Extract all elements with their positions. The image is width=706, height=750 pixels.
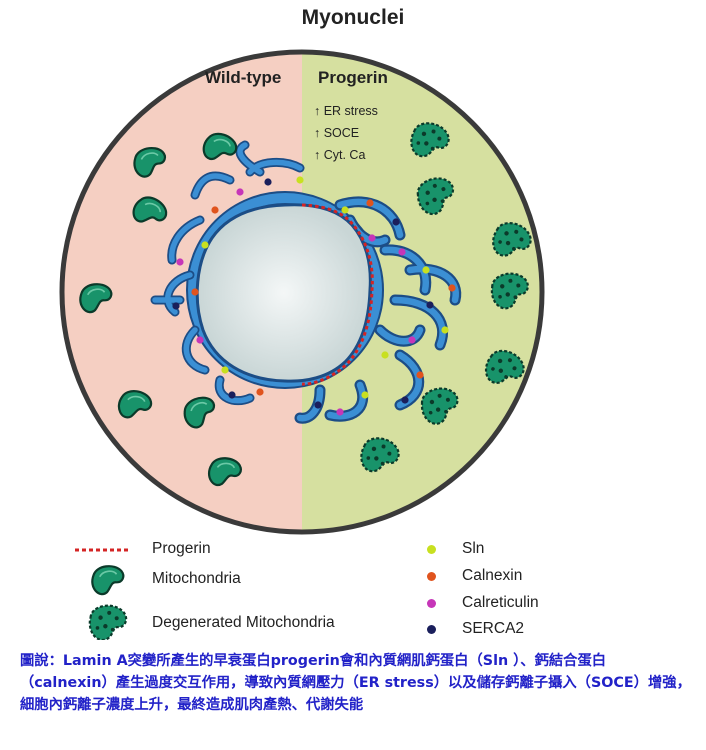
effects-list: ↑ ER stress ↑ SOCE ↑ Cyt. Ca — [314, 100, 378, 166]
effect-er-stress: ↑ ER stress — [314, 104, 378, 118]
sln-dot-icon — [426, 544, 436, 554]
nucleus — [195, 203, 372, 383]
myonucleus-diagram — [59, 49, 545, 640]
effect-soce: ↑ SOCE — [314, 126, 360, 140]
legend-marker-serca2: SERCA2 — [400, 620, 524, 638]
calreticulin-dot-icon — [426, 598, 436, 608]
legend-mitochondria: Mitochondria — [152, 570, 241, 588]
serca2-dot-icon — [426, 624, 436, 634]
legend-mitochondria-label: Mitochondria — [152, 570, 241, 587]
legend-marker-calreticulin: Calreticulin — [400, 594, 539, 612]
cell-membrane — [59, 49, 545, 535]
legend-progerin: Progerin — [152, 540, 211, 558]
legend-degenerated-label: Degenerated Mitochondria — [152, 614, 335, 631]
diagram-title: Myonuclei — [301, 6, 405, 29]
legend-marker-label: Calnexin — [462, 567, 523, 584]
legend-degenerated: Degenerated Mitochondria — [152, 614, 335, 632]
legend-marker-label: Sln — [462, 540, 485, 557]
effect-cyt-ca: ↑ Cyt. Ca — [314, 148, 366, 162]
legend-progerin-label: Progerin — [152, 540, 211, 557]
legend-marker-calnexin: Calnexin — [400, 567, 522, 585]
legend-marker-label: SERCA2 — [462, 620, 525, 637]
wildtype-label: Wild-type — [205, 68, 282, 87]
figure-caption: 圖說：Lamin A突變所產生的早衰蛋白progerin會和內質網肌鈣蛋白（Sl… — [20, 653, 691, 713]
progerin-label: Progerin — [318, 68, 388, 87]
legend-marker-sln: Sln — [400, 540, 484, 558]
er-markers — [172, 176, 456, 416]
legend-degenerated-symbol — [87, 602, 129, 640]
progerin-line — [301, 203, 374, 386]
legend-marker-label: Calreticulin — [462, 594, 539, 611]
calnexin-dot-icon — [426, 571, 436, 581]
legend-mitochondria-symbol — [89, 563, 126, 597]
